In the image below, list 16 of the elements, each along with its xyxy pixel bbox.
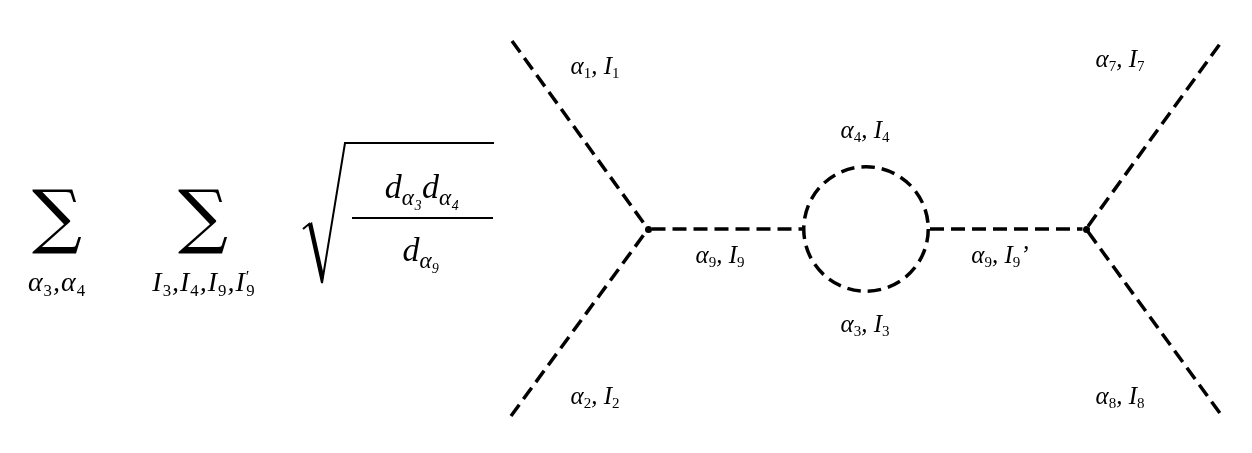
dashed-line [930,227,1083,231]
edge-label: α$_{2}$, I$_{2}$ [569,380,621,414]
dashed-circle [802,165,930,293]
vertex-dot [1082,225,1090,233]
summation-index: α$_{3}$,α$_{4}$ [26,264,88,302]
edge-label: α$_{9}$, I$_{9}$ [694,239,746,273]
edge-label: α$_{9}$, I$_{9}$’ [970,239,1030,273]
edge-label: α$_{7}$, I$_{7}$ [1094,43,1146,77]
circle-label: α$_{3}$, I$_{3}$ [839,308,891,342]
edge-label: α$_{1}$, I$_{1}$ [569,50,621,84]
fraction-denominator: d$_{α₉}$ [401,229,441,275]
circle-label: α$_{4}$, I$_{4}$ [839,114,891,148]
vertex-dot [644,225,652,233]
dashed-line [651,227,802,231]
edge-label: α$_{8}$, I$_{8}$ [1094,380,1146,414]
fraction-numerator: d$_{α₃}$d$_{α₄}$ [383,166,461,212]
